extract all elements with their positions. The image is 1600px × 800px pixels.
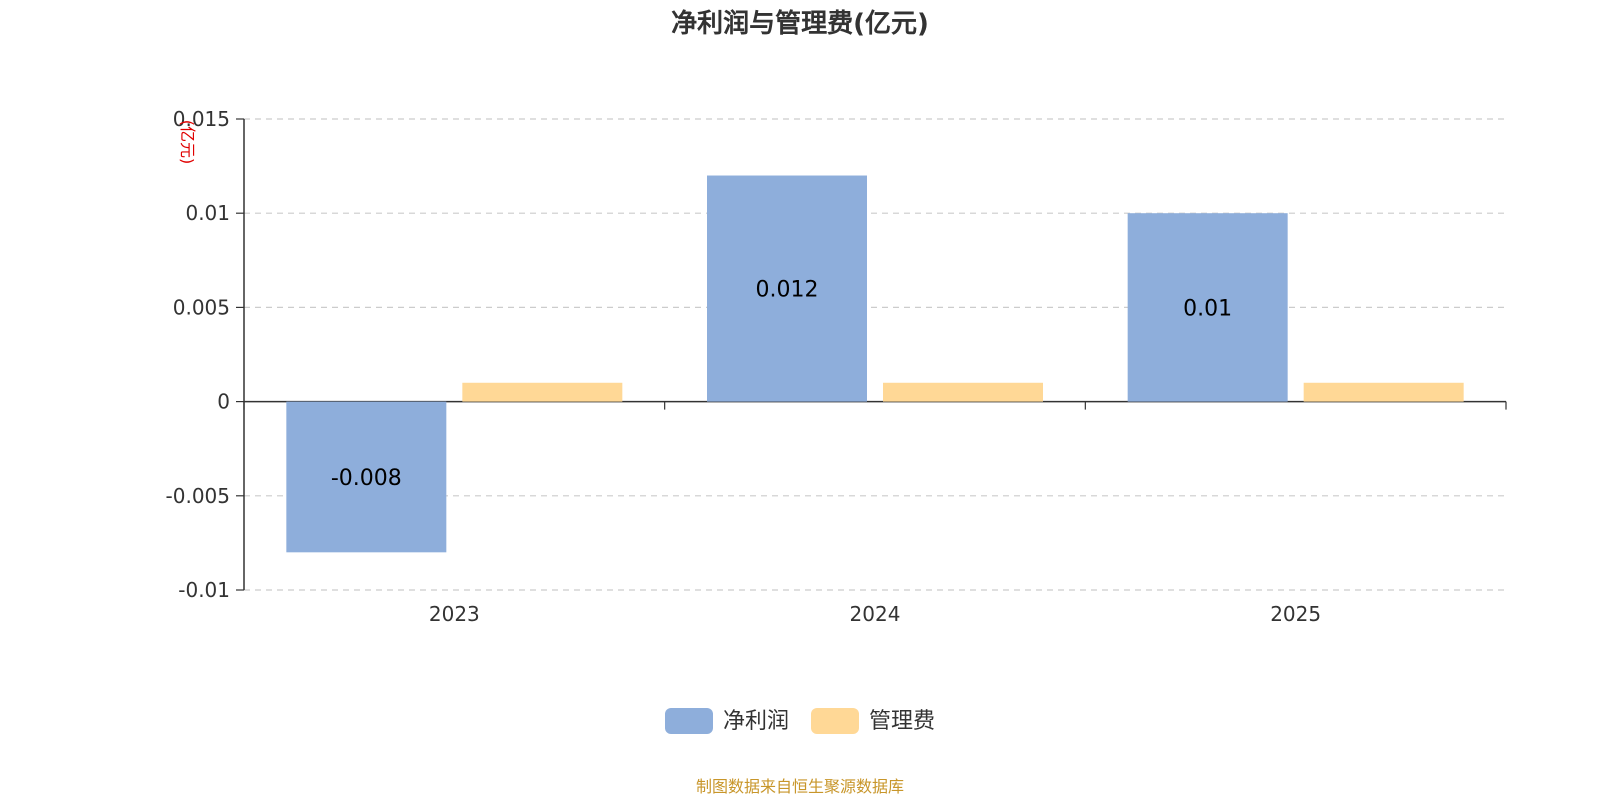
legend-label: 净利润 [723, 709, 789, 734]
y-tick-label: -0.005 [166, 484, 230, 508]
y-tick-label: 0.01 [185, 201, 230, 225]
bar [286, 401, 447, 553]
bar-labels: -0.008 0.012 0.01 [331, 278, 1232, 491]
legend-swatch [665, 708, 713, 734]
bar [707, 175, 867, 402]
legend: 净利润 管理费 [665, 708, 935, 734]
bar [1303, 382, 1464, 402]
y-tick-label: 0.015 [173, 107, 230, 131]
y-tick-label: -0.01 [178, 578, 230, 602]
bar-value-label: 0.012 [756, 278, 819, 303]
y-tick-label: 0 [217, 390, 230, 414]
x-tick-label: 2024 [850, 602, 901, 626]
x-tick-label: 2025 [1270, 602, 1321, 626]
bar-value-label: 0.01 [1183, 296, 1232, 321]
bars [286, 175, 1464, 553]
bar [1127, 213, 1288, 402]
grid-lines [244, 118, 1506, 591]
bar [883, 382, 1043, 402]
source-note: 制图数据来自恒生聚源数据库 [696, 777, 904, 796]
axes: -0.01 -0.005 0 0.005 0.01 0.015 2023 2024 2025 [166, 107, 1507, 626]
chart-title: 净利润与管理费(亿元) [671, 8, 929, 39]
bar-value-label: -0.008 [331, 466, 402, 491]
bar [462, 382, 623, 402]
x-tick-label: 2023 [429, 602, 480, 626]
y-tick-label: 0.005 [173, 295, 230, 319]
legend-swatch [811, 708, 859, 734]
legend-label: 管理费 [869, 709, 935, 734]
y-axis-unit-label: (亿元) [178, 120, 197, 165]
